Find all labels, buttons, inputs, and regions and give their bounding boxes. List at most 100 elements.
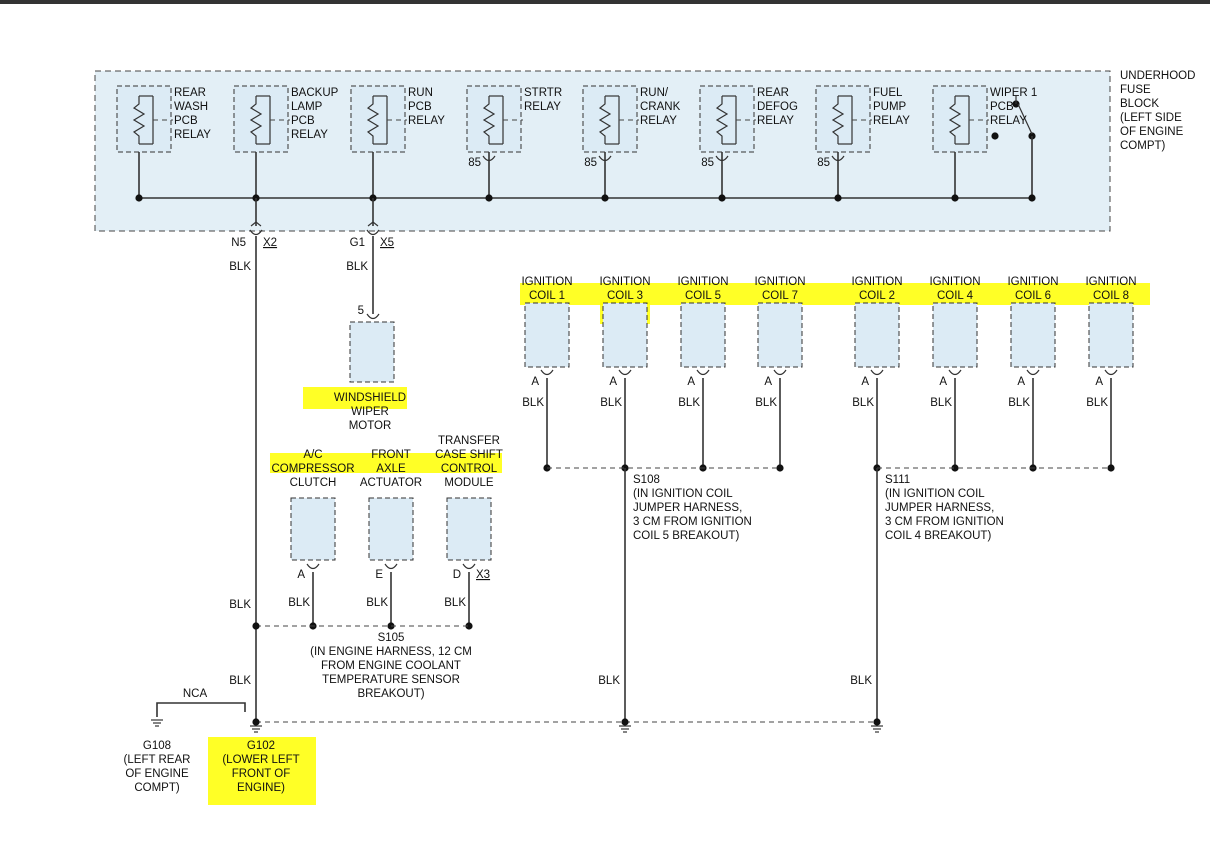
g1-wire-color: BLK: [346, 261, 368, 273]
relay-3-pin-85: 85: [468, 157, 481, 169]
relay-5-label: RELAY: [757, 115, 794, 127]
s108-label: 3 CM FROM IGNITION: [633, 516, 752, 528]
ignition-coil-4-label: IGNITION: [851, 276, 902, 288]
relay-0-label: REAR: [174, 87, 206, 99]
wiper-motor-label: WINDSHIELD: [334, 392, 406, 404]
g108-label: (LEFT REAR: [124, 754, 191, 766]
wiper-motor-box: [349, 321, 395, 383]
fuse-block-label: UNDERHOOD: [1120, 70, 1195, 82]
ignition-coil-5-label: COIL 4: [937, 290, 974, 302]
s105-label: (IN ENGINE HARNESS, 12 CM: [310, 646, 472, 658]
lower-comp-1-label: FRONT: [371, 449, 411, 461]
s108-label: (IN IGNITION COIL: [633, 488, 733, 500]
relay-3-coil: [482, 96, 496, 144]
relay-0-coil: [132, 96, 146, 144]
s111-label: JUMPER HARNESS,: [885, 502, 994, 514]
ignition-coil-7-label: COIL 8: [1093, 290, 1129, 302]
fuse-block-label: (LEFT SIDE: [1120, 112, 1182, 124]
s105-label: BREAKOUT): [357, 688, 424, 700]
ignition-coil-7-box: [1088, 302, 1134, 368]
relay-0-bus-junction: [135, 194, 143, 202]
relay-6-label: RELAY: [873, 115, 910, 127]
lower-comp-0-pin-label: A: [297, 569, 305, 581]
relay-6-label: FUEL: [873, 87, 903, 99]
s108-label: COIL 5 BREAKOUT): [633, 530, 739, 542]
g1-pin-label: G1: [350, 237, 365, 249]
wiper-pin: [366, 313, 380, 320]
relay-4-bus-junction: [601, 194, 609, 202]
g1-pin-male: [367, 221, 379, 227]
relay-3-label: STRTR: [524, 87, 562, 99]
main-wire-color-upper: BLK: [229, 599, 251, 611]
ignition-coil-4-label: COIL 2: [859, 290, 895, 302]
ignition-coil-2-pin-label: A: [687, 376, 695, 388]
ignition-coil-1-label: COIL 3: [607, 290, 643, 302]
relay-7-box: [932, 85, 988, 153]
relay-1-box: [233, 85, 289, 153]
s108-label: JUMPER HARNESS,: [633, 502, 742, 514]
relay-5-label: REAR: [757, 87, 789, 99]
relay-1-label: RELAY: [291, 129, 328, 141]
ignition-coil-2-pin: [696, 369, 710, 376]
relay-0-label: RELAY: [174, 129, 211, 141]
ignition-coil-3-wire-color: BLK: [755, 397, 777, 409]
relay-4-coil: [598, 96, 612, 144]
ignition-coil-3-pin-label: A: [764, 376, 772, 388]
ignition-coil-1-pin: [618, 369, 632, 376]
relay-3-pin-connector: [482, 155, 496, 162]
highlight-g102: [208, 737, 316, 805]
ignition-coil-3-label: COIL 7: [762, 290, 798, 302]
relay-2-label: RELAY: [408, 115, 445, 127]
n5-pin-male: [250, 221, 262, 227]
ignition-coil-5-pin-label: A: [939, 376, 947, 388]
g102-label: (LOWER LEFT: [222, 754, 299, 766]
ignition-coil-6-wire-color: BLK: [1008, 397, 1030, 409]
relay-5-label: DEFOG: [757, 101, 798, 113]
wiper-motor-label: WIPER: [351, 406, 389, 418]
ignition-coil-1-pin-label: A: [609, 376, 617, 388]
lower-comp-2-pin: [462, 563, 476, 570]
highlight-windshield: [303, 387, 407, 409]
relay-1-coil: [249, 96, 263, 144]
n5-pin-female: [249, 229, 263, 236]
ignition-coil-6-label: COIL 6: [1015, 290, 1051, 302]
ignition-coil-7-wire-color: BLK: [1086, 397, 1108, 409]
relay-4-box: [582, 85, 638, 153]
s108-label: S108: [633, 474, 660, 486]
s111-ground-junction: [873, 718, 881, 726]
relay-5-coil: [715, 96, 729, 144]
lower-comp-2-pin-label: D: [453, 569, 461, 581]
lower-comp-2-label: TRANSFER: [438, 435, 500, 447]
ignition-coil-2-box: [680, 302, 726, 368]
g108-label: G108: [143, 740, 171, 752]
g102-label: G102: [247, 740, 275, 752]
nca-wire: [156, 702, 246, 717]
g1-pin-female: [366, 229, 380, 236]
lower-comp-2-junction: [465, 622, 473, 630]
relay-1-label: BACKUP: [291, 87, 339, 99]
s108-ground-junction: [621, 718, 629, 726]
lower-comp-2-connector: X3: [476, 569, 490, 581]
ignition-coil-6-box: [1010, 302, 1056, 368]
fuse-block-label: OF ENGINE: [1120, 126, 1184, 138]
g108-label: COMPT): [134, 782, 180, 794]
ignition-coil-4-wire-color: BLK: [852, 397, 874, 409]
lower-comp-0-box: [290, 497, 336, 561]
lower-comp-2-label: CASE SHIFT: [435, 449, 503, 461]
ignition-coil-1-wire-color: BLK: [600, 397, 622, 409]
ignition-coil-7-label: IGNITION: [1085, 276, 1136, 288]
ignition-coil-0-label: IGNITION: [521, 276, 572, 288]
lower-comp-0-label: CLUTCH: [290, 477, 337, 489]
nca-label: NCA: [183, 688, 208, 700]
relay-7-coil: [948, 96, 962, 144]
g102-label: FRONT OF: [232, 768, 291, 780]
relay-2-label: PCB: [408, 101, 432, 113]
ignition-coil-2-label: COIL 5: [685, 290, 721, 302]
s105-label: FROM ENGINE COOLANT: [321, 660, 461, 672]
lower-comp-1-label: ACTUATOR: [360, 477, 422, 489]
relay-5-pin-connector: [715, 155, 729, 162]
relay-2-coil: [366, 96, 380, 144]
n5-wire-color: BLK: [229, 261, 251, 273]
